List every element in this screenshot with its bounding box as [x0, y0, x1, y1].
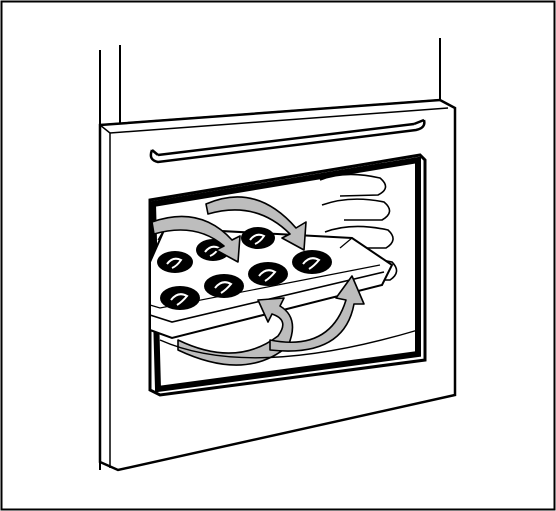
cookie-icon — [160, 286, 200, 310]
cookie-icon — [248, 262, 288, 286]
cookie-icon — [241, 227, 275, 249]
cookie-icon — [157, 251, 193, 273]
cookie-icon — [292, 250, 332, 274]
cookie-icon — [204, 274, 244, 298]
